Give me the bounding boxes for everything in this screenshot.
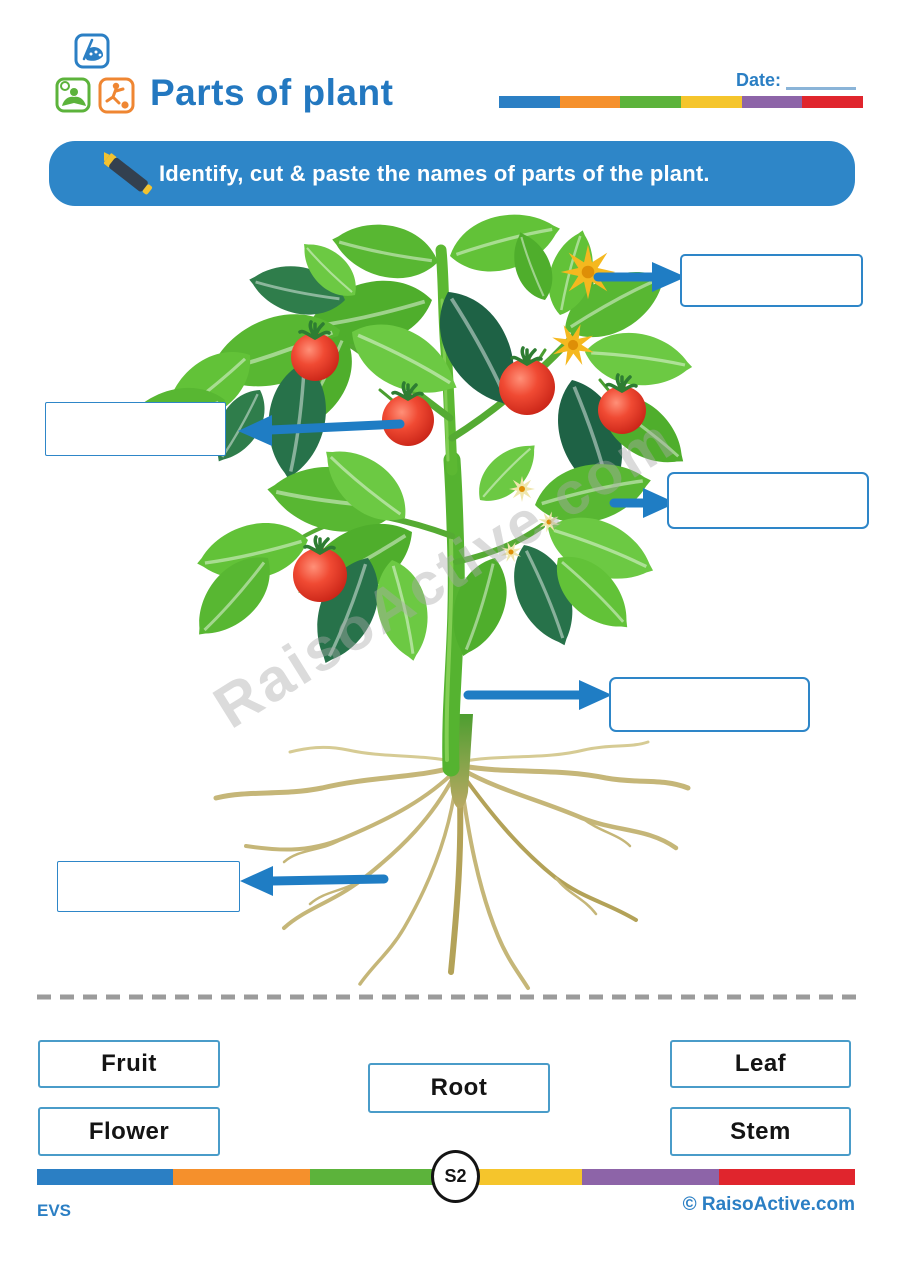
arrow-to-leaf-box [609, 488, 676, 518]
bar-segment [802, 96, 864, 108]
arrow-to-fruit-box [238, 415, 405, 446]
bar-segment [499, 96, 560, 108]
answer-box-flower[interactable] [680, 254, 863, 307]
date-label: Date: [736, 70, 782, 90]
tomato-fruits [291, 320, 646, 602]
bar-segment [741, 96, 803, 108]
logo-art-box [74, 33, 110, 69]
subject-label: EVS [37, 1201, 72, 1220]
word-card-stem[interactable]: Stem [670, 1107, 851, 1156]
bar-segment [309, 1169, 446, 1185]
word-card-fruit[interactable]: Fruit [38, 1040, 220, 1088]
arrow-to-stem-box [463, 680, 612, 710]
arrow-to-root-box [240, 866, 389, 896]
answer-box-fruit[interactable] [45, 402, 226, 456]
answer-box-root[interactable] [57, 861, 240, 912]
bar-segment [582, 1169, 719, 1185]
answer-box-leaf[interactable] [667, 472, 869, 529]
word-card-leaf[interactable]: Leaf [670, 1040, 851, 1088]
logo-reading-box [55, 77, 91, 113]
logo-sports-box [98, 77, 135, 114]
word-card-flower[interactable]: Flower [38, 1107, 220, 1156]
bar-segment [173, 1169, 310, 1185]
answer-box-stem[interactable] [609, 677, 810, 732]
bar-segment [445, 1169, 583, 1185]
copyright-text: © RaisoActive.com [682, 1194, 855, 1215]
instruction-text: Identify, cut & paste the names of parts… [159, 161, 710, 186]
footer-color-bar [37, 1169, 855, 1185]
bar-segment [559, 96, 621, 108]
header-color-bar [499, 96, 864, 108]
label-arrows [238, 262, 686, 896]
sports-runner-icon [105, 82, 129, 109]
bar-segment [718, 1169, 855, 1185]
marker-pen-icon [104, 149, 153, 195]
level-badge: S2 [431, 1150, 480, 1203]
reading-child-icon [60, 81, 86, 106]
bar-segment [37, 1169, 174, 1185]
page-title: Parts of plant [150, 72, 394, 113]
date-input-line[interactable] [786, 87, 856, 90]
arrow-to-flower-box [593, 262, 686, 292]
art-palette-icon [82, 38, 104, 61]
bar-segment [620, 96, 682, 108]
instruction-banner: Identify, cut & paste the names of parts… [49, 141, 855, 206]
roots [213, 740, 691, 990]
bar-segment [681, 96, 742, 108]
word-card-root[interactable]: Root [368, 1063, 550, 1113]
